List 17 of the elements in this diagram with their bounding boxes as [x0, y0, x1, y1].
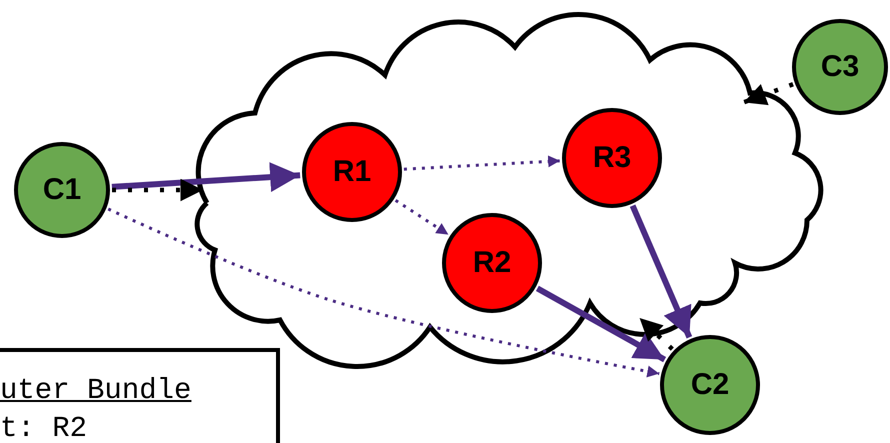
arrow: [108, 208, 660, 378]
node-label: R1: [332, 155, 372, 189]
heading-text: uter Bundle: [0, 373, 192, 409]
arrow: [630, 204, 692, 338]
node-label: C3: [820, 50, 860, 84]
node-label: C2: [690, 368, 730, 402]
arrow: [638, 316, 674, 351]
node-label: C1: [42, 173, 82, 207]
arrow: [536, 286, 666, 362]
arrow: [742, 82, 794, 106]
arrow: [112, 162, 300, 192]
node-label: R3: [592, 141, 632, 175]
body-text: t: R2: [0, 411, 88, 443]
node-label: R2: [472, 246, 512, 280]
arrow: [404, 155, 560, 171]
info-box: [0, 348, 280, 443]
arrow: [394, 199, 450, 236]
